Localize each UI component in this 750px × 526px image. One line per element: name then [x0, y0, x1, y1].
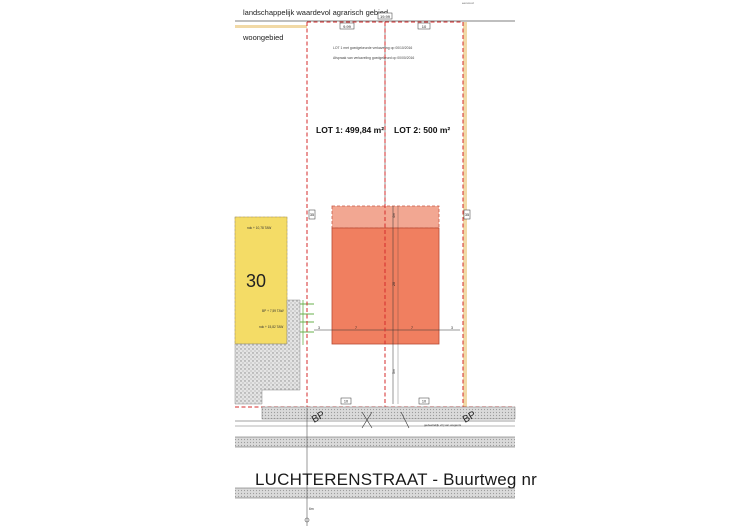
dimension-side-right: 3	[451, 326, 453, 330]
dimension-width-left: 7	[355, 326, 357, 330]
neighbor-level-mid: BP + 7,59 TAW	[262, 309, 284, 313]
sidewalk-band	[261, 406, 516, 420]
lot-2-label: LOT 2: 500 m²	[394, 125, 450, 135]
lot-1-label: LOT 1: 499,84 m²	[316, 125, 384, 135]
dimension-rear: 5m	[392, 369, 396, 374]
neighbor-level-bottom: nok + 15,82 TAW	[259, 325, 283, 329]
dimension-corner-note: eenvoud	[462, 1, 474, 5]
building-dimension-labels: 3 7 7 3 20 4m 5m	[318, 213, 453, 374]
street-name: LUCHTERENSTRAAT - Buurtweg nr	[255, 470, 537, 489]
zone-agricultural-label: landschappelijk waardevol agrarisch gebi…	[243, 8, 388, 17]
road-band-lower	[235, 488, 515, 498]
dimension-top-right: 10	[422, 24, 427, 29]
street-note: gedeeltelijk vrij van wegenis	[424, 423, 462, 427]
street-axis-dimension: 6m	[309, 507, 314, 511]
top-dimensions: 19.99 9.99 10 eenvoud	[339, 1, 474, 30]
dimension-width-right: 7	[411, 326, 413, 330]
road-band-upper	[235, 437, 515, 447]
dimension-left-side: 35	[310, 213, 314, 217]
note-line: LOT 1 met goedgekeurde verkaveling op 00…	[333, 46, 412, 50]
zone-residential-label: woongebied	[242, 33, 283, 42]
gravel-driveway	[234, 299, 301, 405]
note-line: Afspraak van verkaveling goedgekeurd op …	[333, 56, 414, 60]
sidewalk: gedeeltelijk vrij van wegenis	[235, 406, 516, 427]
side-dimensions: 35 35 10 10	[308, 209, 471, 405]
dimension-top-left: 9.99	[343, 24, 352, 29]
plan-notes: LOT 1 met goedgekeurde verkaveling op 00…	[333, 46, 414, 60]
house-number: 30	[246, 271, 266, 291]
dimension-front-setback: 4m	[392, 213, 396, 218]
dimension-depth: 20	[392, 282, 396, 286]
dimension-side-left: 3	[318, 326, 320, 330]
hedge-marks	[300, 300, 314, 345]
neighbor-house: 30 nok + 10,78 TAW BP + 7,59 TAW nok + 1…	[234, 216, 288, 345]
residential-zone-band	[235, 25, 307, 28]
road: 6m	[235, 408, 515, 526]
dimension-bottom-left: 10	[344, 400, 348, 404]
zone-labels: landschappelijk waardevol agrarisch gebi…	[235, 8, 515, 42]
dimension-bottom-right: 10	[422, 400, 426, 404]
dimension-top-total: 19.99	[380, 14, 391, 19]
neighbor-level-top: nok + 10,78 TAW	[247, 226, 271, 230]
dimension-right-side: 35	[465, 213, 469, 217]
neighbor-house-block	[234, 216, 288, 345]
